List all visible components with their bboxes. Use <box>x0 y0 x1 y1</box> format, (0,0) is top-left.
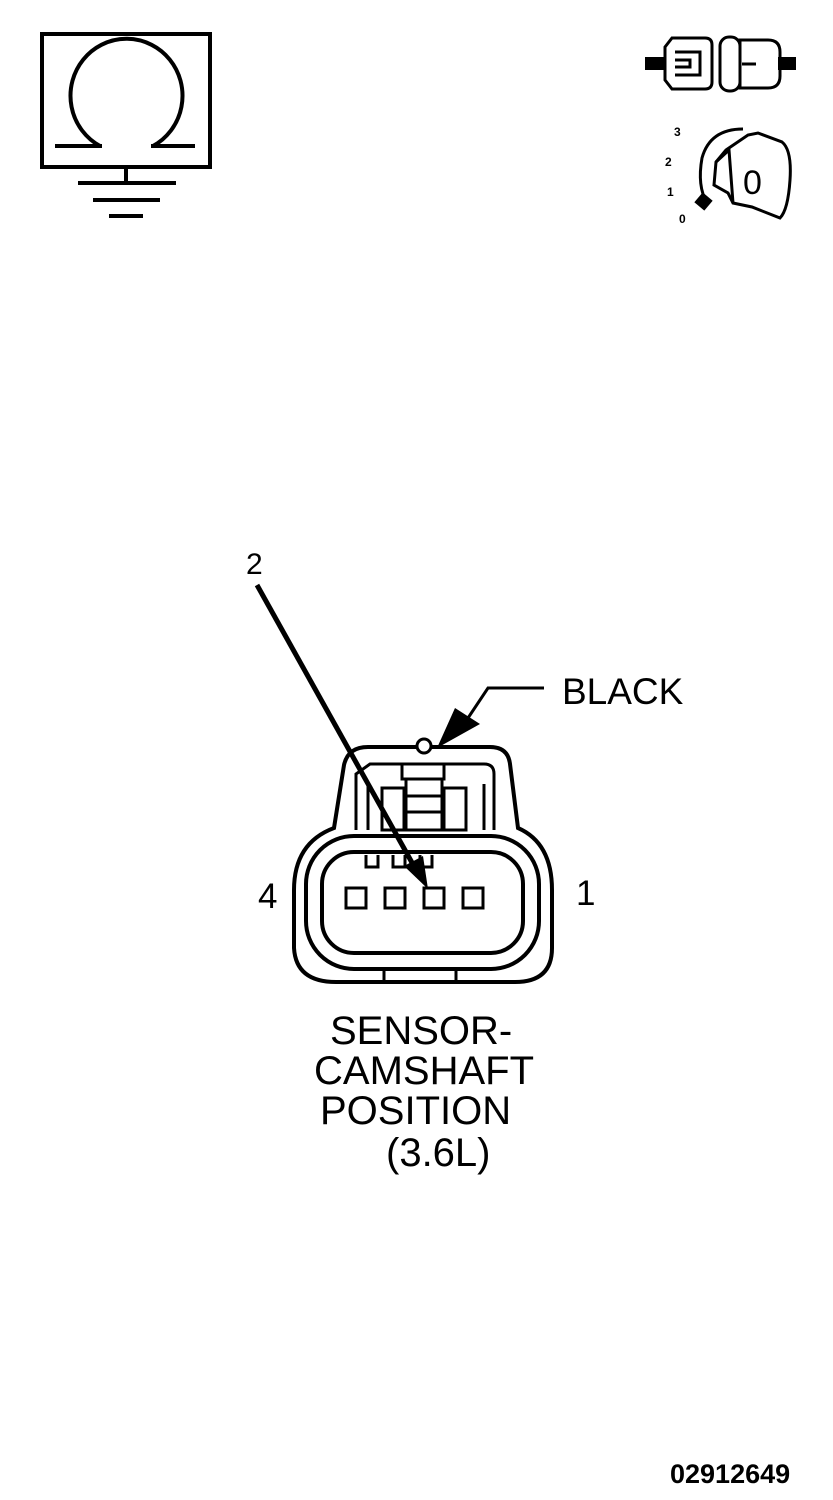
ignition-position-1: 1 <box>667 185 674 199</box>
ignition-key-off-icon: 3 2 1 0 0 <box>665 125 792 226</box>
pin-label-left: 4 <box>258 877 277 916</box>
ignition-position-2: 2 <box>665 155 672 169</box>
color-callout-leader <box>437 686 544 748</box>
pin-cavity <box>344 886 368 910</box>
ohmmeter-ground-icon <box>40 32 212 218</box>
connector-color-label: BLACK <box>562 671 684 712</box>
connector-title-line-1: SENSOR- <box>330 1009 512 1053</box>
pin-cavity <box>383 886 407 910</box>
pin-label-right: 1 <box>576 874 595 913</box>
pin-callout-label: 2 <box>246 548 263 581</box>
connector-title-line-3: POSITION <box>320 1089 511 1133</box>
ignition-key-label: 0 <box>743 164 762 202</box>
pin-cavity <box>461 886 485 910</box>
figure-id: 02912649 <box>670 1459 790 1489</box>
ignition-position-0: 0 <box>679 212 686 226</box>
pin-cavity <box>422 886 446 910</box>
pin-callout-leader <box>254 583 428 889</box>
ignition-position-3: 3 <box>674 125 681 139</box>
connector-title-line-2: CAMSHAFT <box>314 1049 534 1093</box>
connector-disconnect-icon <box>645 35 796 93</box>
connector-title-line-4: (3.6L) <box>386 1131 491 1175</box>
